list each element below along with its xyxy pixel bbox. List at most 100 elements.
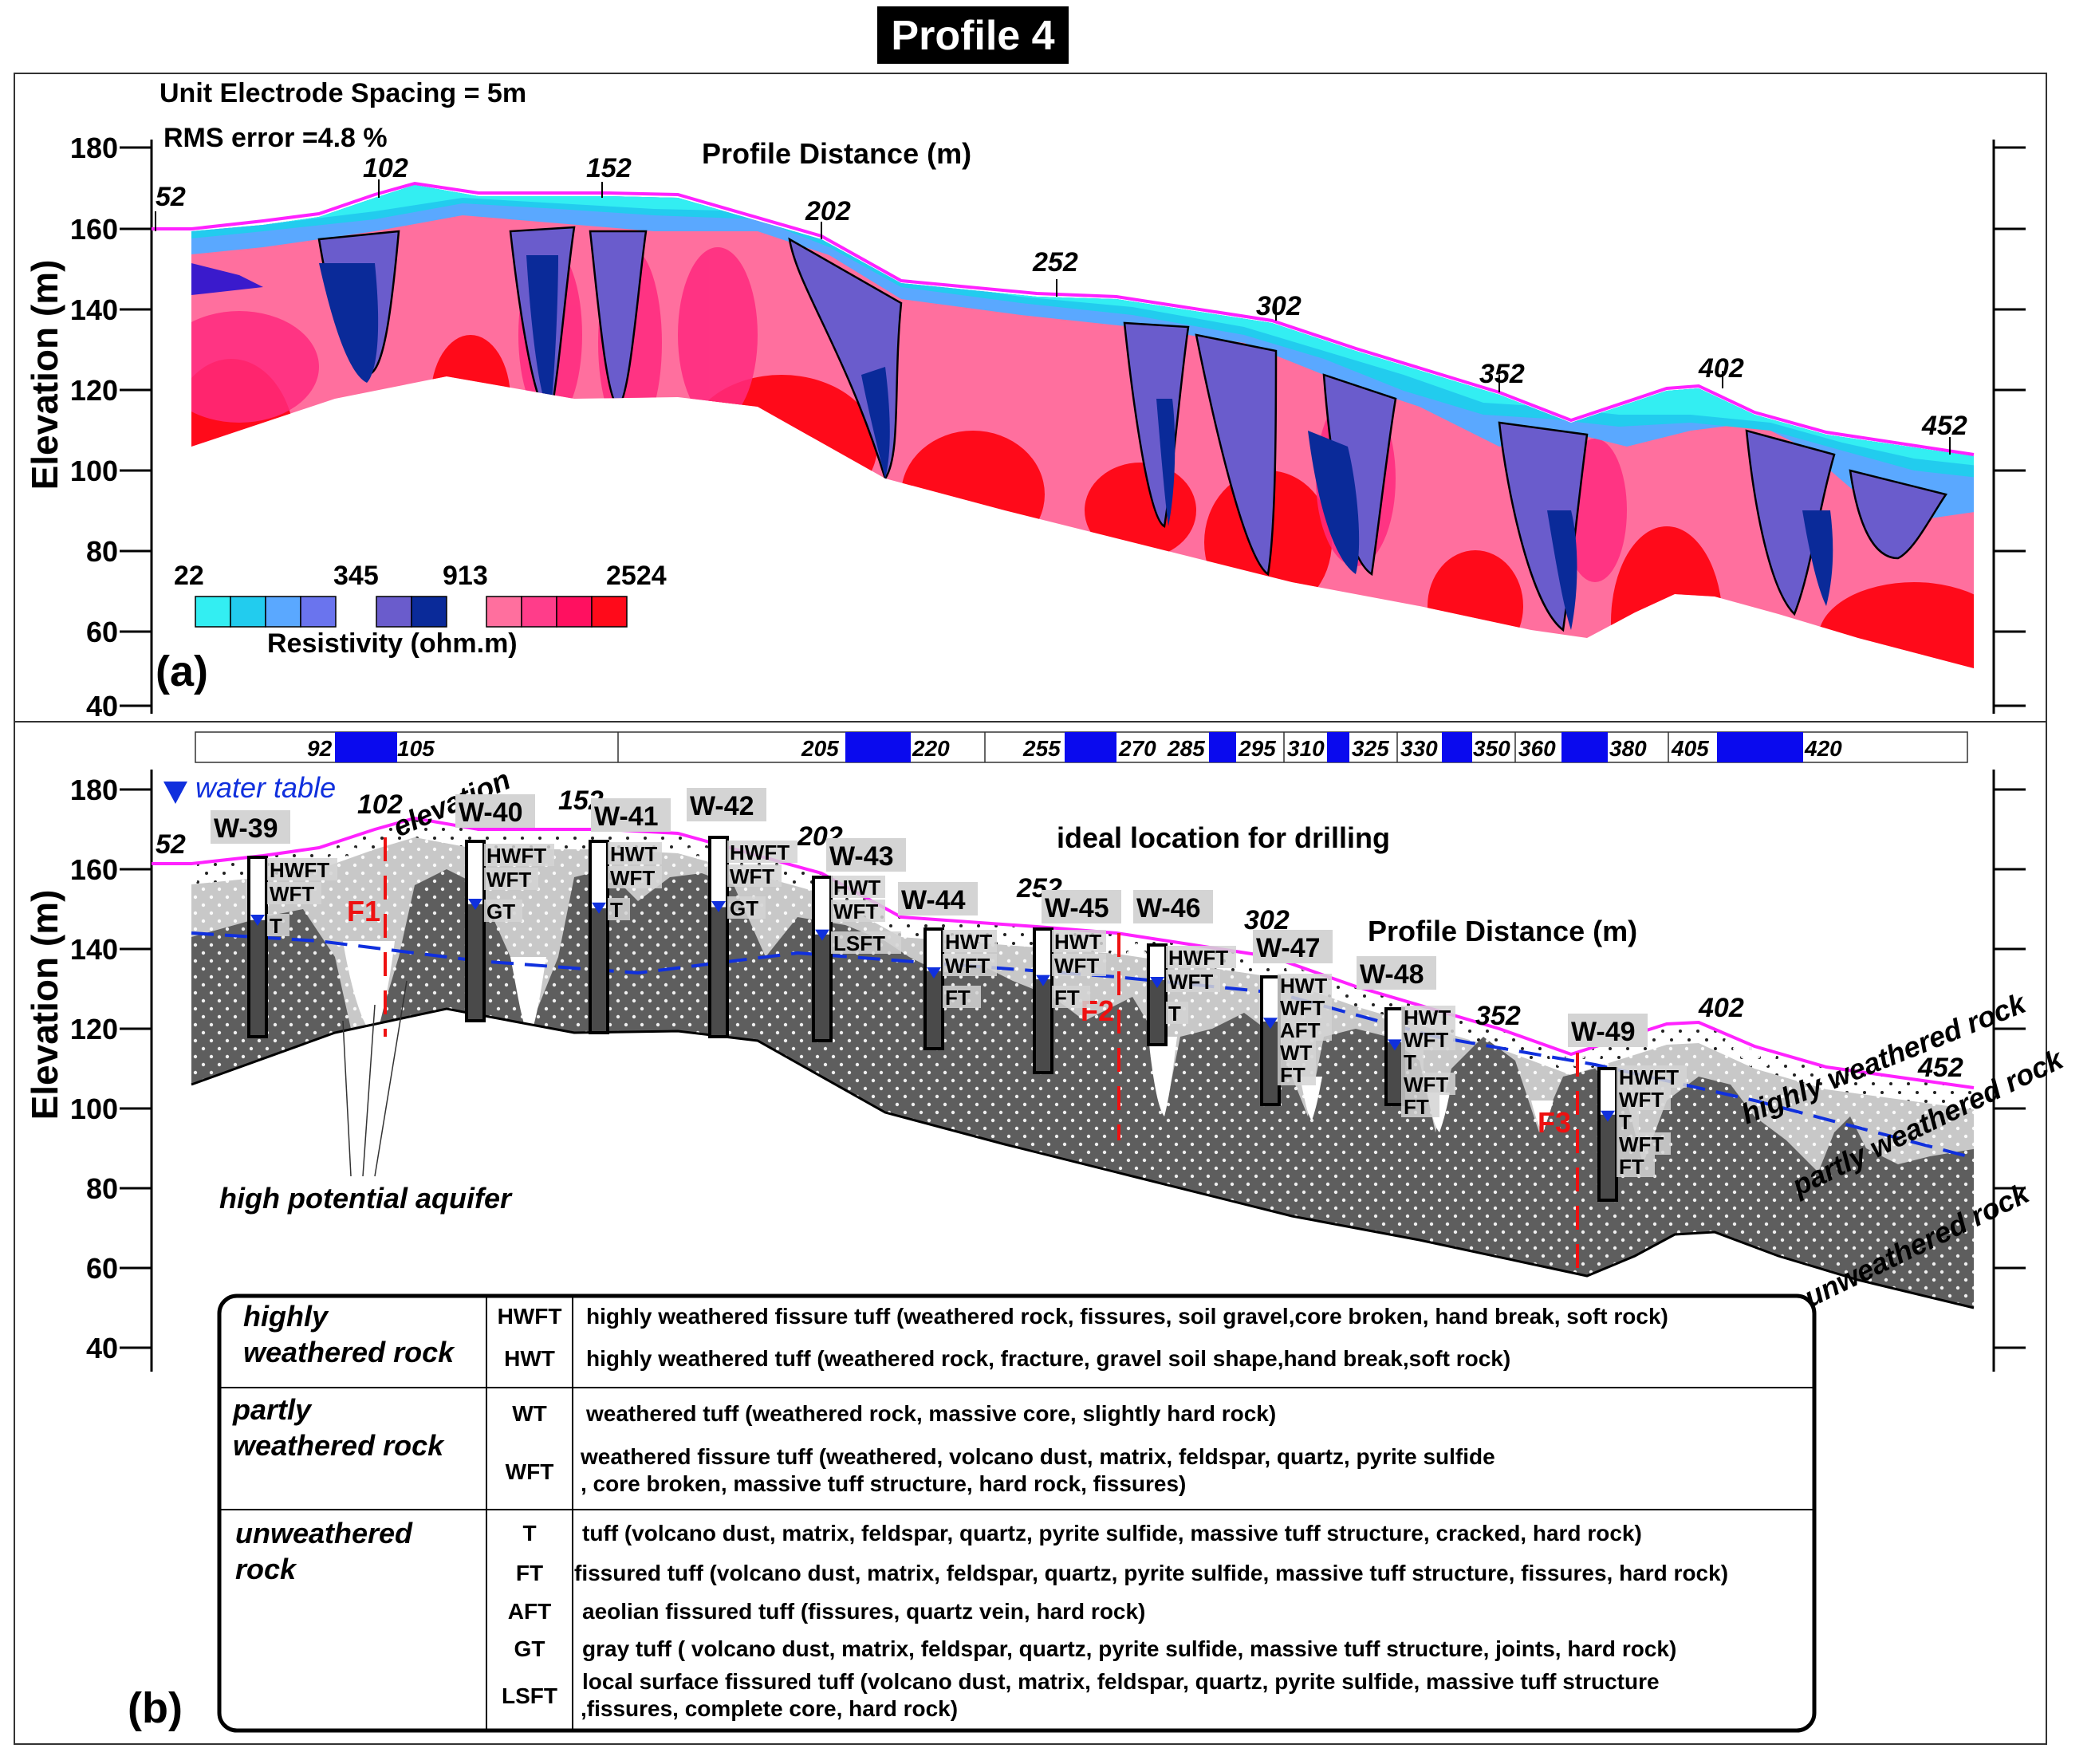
water-table-marker	[927, 967, 941, 978]
legend-code: FT	[516, 1561, 543, 1585]
well-rock-fill	[815, 934, 829, 1039]
water-table-marker	[468, 899, 482, 910]
well-code: FT	[1280, 1063, 1305, 1087]
well-code-bg	[484, 868, 538, 890]
well-code-bg	[484, 844, 554, 866]
well-label: W-49	[1571, 1017, 1636, 1047]
xtick-label: 102	[363, 153, 408, 183]
well-label: W-40	[459, 797, 523, 828]
drilling-label: ideal location for drilling	[1057, 821, 1390, 854]
well-code-bg	[1401, 1073, 1455, 1095]
geology-section	[191, 818, 1974, 1308]
panel-b-label: (b)	[128, 1684, 183, 1732]
well-label: W-46	[1136, 893, 1201, 923]
legend-desc: weathered tuff (weathered rock, massive …	[585, 1401, 1276, 1426]
well-code-bg	[1278, 1063, 1316, 1085]
well-code: HWFT	[270, 858, 329, 882]
well-code: GT	[486, 900, 515, 923]
well-code-bg	[267, 914, 289, 936]
well-code-bg	[484, 900, 522, 922]
well-code: WFT	[1619, 1088, 1664, 1112]
well-code: HWT	[945, 930, 992, 954]
well-code: WFT	[730, 864, 774, 888]
well-code: WFT	[833, 900, 878, 923]
legend-code: T	[522, 1521, 536, 1545]
well-label-bg	[1568, 1014, 1648, 1047]
ytick-label: 60	[86, 1252, 118, 1285]
well-code: WFT	[1619, 1132, 1664, 1156]
colorbar-label: Resistivity (ohm.m)	[267, 628, 518, 659]
colorbar-value: 2524	[606, 561, 667, 591]
well-rock-fill	[1263, 1022, 1278, 1103]
well-code-bg	[1166, 1002, 1188, 1024]
well-rock-fill	[1388, 1042, 1402, 1103]
well-code: WFT	[1168, 970, 1213, 994]
well-code: T	[1619, 1110, 1632, 1134]
figure-title: Profile 4	[891, 13, 1054, 59]
well-code-bg	[727, 896, 766, 919]
ytick-label: 100	[70, 455, 118, 487]
well-code: WFT	[486, 868, 531, 892]
well-code: T	[1404, 1050, 1416, 1074]
colorbar-value: 913	[443, 561, 488, 591]
drill-from: 310	[1287, 736, 1325, 761]
legend-code: GT	[514, 1636, 545, 1661]
well-label: W-47	[1256, 933, 1321, 963]
well-code-bg	[1278, 974, 1332, 996]
well-label-bg	[591, 798, 671, 832]
legend-code: WT	[512, 1401, 547, 1426]
well-code: T	[1168, 1002, 1181, 1026]
ytick-label: 160	[70, 853, 118, 886]
well-rock-fill	[592, 908, 606, 1031]
legend-desc: gray tuff ( volcano dust, matrix, feldsp…	[582, 1636, 1676, 1661]
ytick-label: 160	[70, 213, 118, 246]
drill-from: 360	[1518, 736, 1556, 761]
well-code: LSFT	[833, 931, 885, 955]
well-code: AFT	[1280, 1018, 1321, 1042]
drill-from: 285	[1167, 736, 1205, 761]
ytick-label: 40	[86, 1332, 118, 1364]
well-code-bg	[1401, 1050, 1424, 1073]
drill-to: 325	[1352, 736, 1389, 761]
colorbar-value: 345	[333, 561, 379, 591]
well-code-bg	[1166, 946, 1236, 968]
xtick-label: 152	[586, 153, 632, 183]
water-table-marker	[1388, 1039, 1402, 1051]
ytick-label: 120	[70, 1013, 118, 1045]
well-code-bg	[943, 930, 997, 952]
well-label-bg	[455, 794, 535, 828]
drill-to: 220	[912, 736, 950, 761]
drill-to: 350	[1473, 736, 1510, 761]
drill-from: 405	[1671, 736, 1709, 761]
well-rock-fill	[1036, 979, 1050, 1071]
xtick-label: 252	[1032, 247, 1078, 278]
water-table-marker	[711, 901, 726, 912]
well-code-bg	[727, 864, 782, 887]
drill-from: 330	[1400, 736, 1438, 761]
ytick-label: 80	[86, 535, 118, 568]
ytick-label: 80	[86, 1172, 118, 1205]
drill-to: 105	[397, 736, 435, 761]
panel-b-xlabel: Profile Distance (m)	[1368, 915, 1637, 947]
electrode-spacing: Unit Electrode Spacing = 5m	[159, 78, 526, 108]
well-label-bg	[1133, 890, 1213, 923]
well-code-bg	[1617, 1132, 1671, 1155]
well-label: W-48	[1360, 959, 1424, 990]
panel-a-label: (a)	[156, 648, 208, 695]
colorbar-value: 22	[174, 561, 204, 591]
well-code-bg	[831, 900, 885, 922]
well-code-bg	[267, 858, 337, 880]
well-code: HWT	[1280, 974, 1327, 998]
well-label-bg	[898, 882, 978, 915]
well-code: HWFT	[486, 844, 546, 868]
well-code: GT	[730, 896, 758, 920]
well-code: HWT	[610, 842, 657, 866]
well-code: WFT	[1054, 954, 1099, 978]
well-rock-fill	[468, 904, 482, 1019]
ytick-label: 60	[86, 616, 118, 648]
panel-b-yticks: 180 160 140 120 100 80 60 40	[70, 774, 152, 1364]
surface-line-b	[152, 816, 1975, 1089]
